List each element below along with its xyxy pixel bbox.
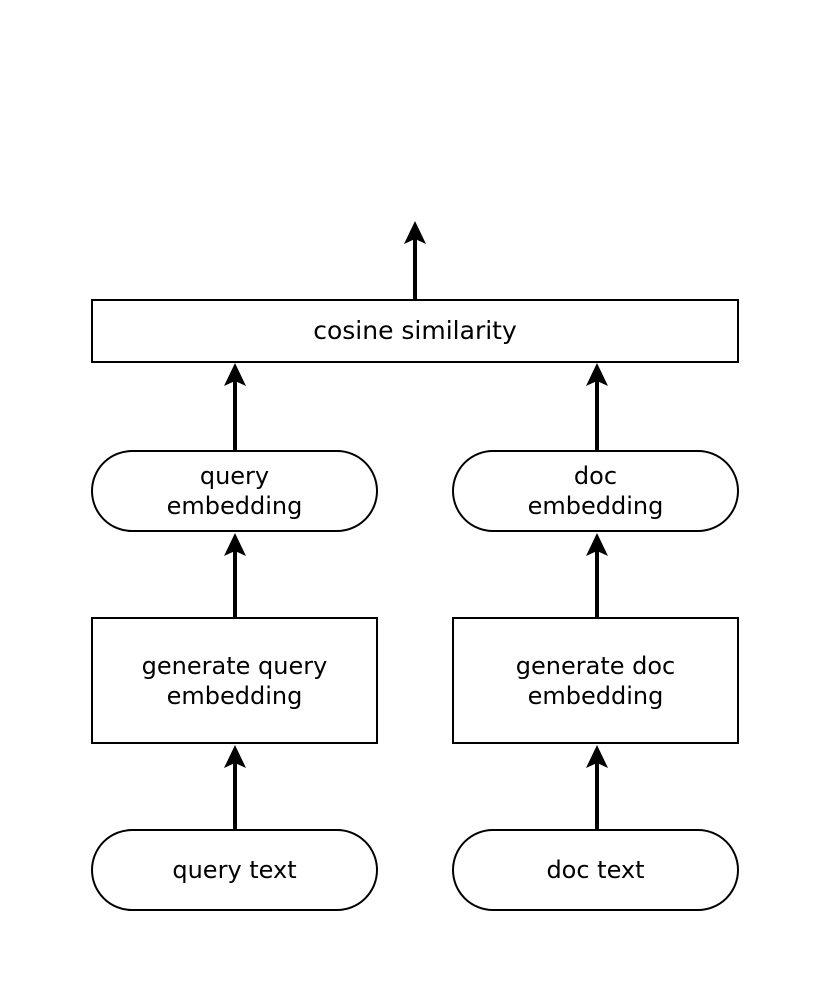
node-cosine-similarity: cosine similarity xyxy=(91,299,739,363)
arrow-doc-text-to-generate-doc xyxy=(586,745,608,832)
node-query-text: query text xyxy=(91,829,378,911)
arrow-query-text-to-generate-query xyxy=(224,745,246,832)
arrow-cosine-output xyxy=(404,221,426,304)
node-generate-query-embedding: generate query embedding xyxy=(91,617,378,744)
node-generate-doc-embedding: generate doc embedding xyxy=(452,617,739,744)
node-query-embedding: query embedding xyxy=(91,450,378,532)
arrow-doc-embedding-to-cosine xyxy=(586,363,608,453)
node-doc-text: doc text xyxy=(452,829,739,911)
arrow-generate-doc-to-doc-embedding xyxy=(586,533,608,620)
arrow-generate-query-to-query-embedding xyxy=(224,533,246,620)
node-doc-embedding: doc embedding xyxy=(452,450,739,532)
arrow-query-embedding-to-cosine xyxy=(224,363,246,453)
